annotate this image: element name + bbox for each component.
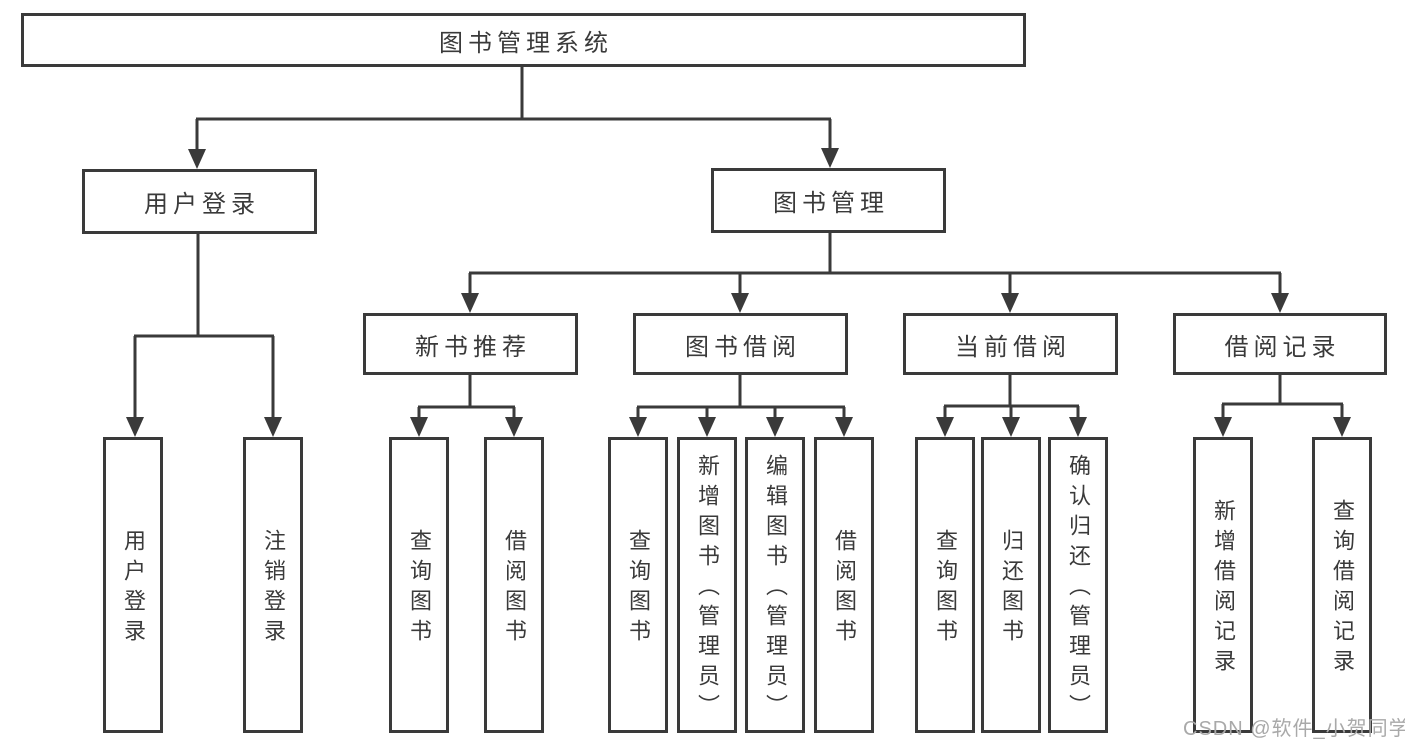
leaf-add-books-admin-label: 新增图书（管理员）: [695, 454, 720, 724]
leaf-add-borrow-record: 新增借阅记录: [1193, 437, 1253, 733]
arrowhead-down-icon: [629, 417, 647, 437]
leaf-add-books-admin: 新增图书（管理员）: [677, 437, 737, 733]
node-root: 图书管理系统: [21, 13, 1026, 67]
arrowhead-down-icon: [835, 417, 853, 437]
node-book-borrow: 图书借阅: [633, 313, 848, 375]
leaf-query-borrow-record: 查询借阅记录: [1312, 437, 1372, 733]
node-book-borrow-label: 图书借阅: [685, 333, 801, 361]
leaf-query-borrow-record-label: 查询借阅记录: [1330, 499, 1355, 679]
arrowhead-down-icon: [1214, 417, 1232, 437]
csdn-watermark: CSDN @软件_小贺同学: [1183, 718, 1405, 740]
arrowhead-down-icon: [505, 417, 523, 437]
arrowhead-down-icon: [821, 148, 839, 168]
arrowhead-down-icon: [461, 293, 479, 313]
leaf-user-login-label: 用户登录: [121, 529, 146, 649]
leaf-return-books-label: 归还图书: [999, 529, 1024, 649]
node-book-management: 图书管理: [711, 168, 946, 233]
node-user-login-label: 用户登录: [144, 191, 260, 218]
leaf-borrow-books-label: 借阅图书: [832, 529, 857, 649]
leaf-add-borrow-record-label: 新增借阅记录: [1211, 499, 1236, 679]
leaf-user-login: 用户登录: [103, 437, 163, 733]
leaf-confirm-return-admin: 确认归还（管理员）: [1048, 437, 1108, 733]
arrowhead-down-icon: [1002, 417, 1020, 437]
leaf-query-books-recommend-label: 查询图书: [407, 529, 432, 649]
node-new-book-recommend-label: 新书推荐: [415, 333, 531, 361]
arrowhead-down-icon: [698, 417, 716, 437]
leaf-query-books-current-label: 查询图书: [933, 529, 958, 649]
leaf-confirm-return-admin-label: 确认归还（管理员）: [1066, 454, 1091, 724]
arrowhead-down-icon: [1271, 293, 1289, 313]
node-current-borrow-label: 当前借阅: [955, 333, 1071, 361]
node-new-book-recommend: 新书推荐: [363, 313, 578, 375]
arrowhead-down-icon: [766, 417, 784, 437]
leaf-logout: 注销登录: [243, 437, 303, 733]
arrowhead-down-icon: [264, 417, 282, 437]
arrowhead-down-icon: [126, 417, 144, 437]
arrowhead-down-icon: [410, 417, 428, 437]
arrowhead-down-icon: [1001, 293, 1019, 313]
leaf-borrow-books-recommend: 借阅图书: [484, 437, 544, 733]
leaf-query-books-recommend: 查询图书: [389, 437, 449, 733]
node-borrow-records: 借阅记录: [1173, 313, 1387, 375]
arrowhead-down-icon: [188, 149, 206, 169]
leaf-logout-label: 注销登录: [261, 529, 286, 649]
leaf-borrow-books-recommend-label: 借阅图书: [502, 529, 527, 649]
arrowhead-down-icon: [936, 417, 954, 437]
leaf-query-books-borrow-label: 查询图书: [626, 529, 651, 649]
leaf-query-books-current: 查询图书: [915, 437, 975, 733]
leaf-borrow-books: 借阅图书: [814, 437, 874, 733]
arrowhead-down-icon: [731, 293, 749, 313]
arrowhead-down-icon: [1333, 417, 1351, 437]
leaf-query-books-borrow: 查询图书: [608, 437, 668, 733]
arrowhead-down-icon: [1069, 417, 1087, 437]
leaf-edit-books-admin-label: 编辑图书（管理员）: [763, 454, 788, 724]
node-user-login: 用户登录: [82, 169, 317, 234]
node-borrow-records-label: 借阅记录: [1224, 333, 1341, 361]
node-current-borrow: 当前借阅: [903, 313, 1118, 375]
node-book-management-label: 图书管理: [773, 190, 889, 217]
leaf-return-books: 归还图书: [981, 437, 1041, 733]
node-root-label: 图书管理系统: [439, 29, 613, 57]
leaf-edit-books-admin: 编辑图书（管理员）: [745, 437, 805, 733]
